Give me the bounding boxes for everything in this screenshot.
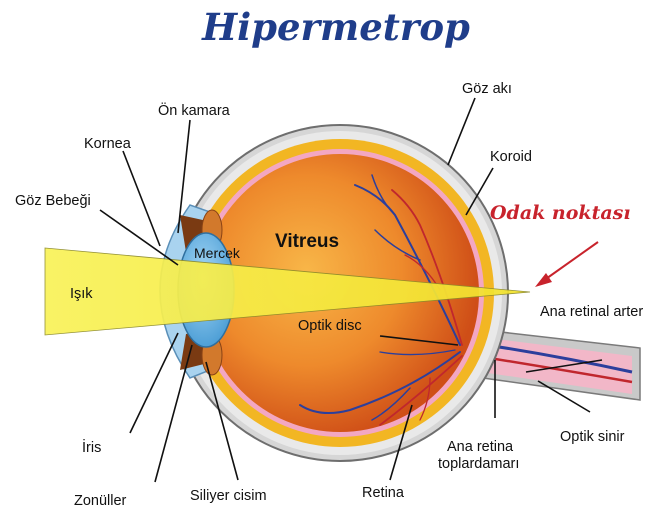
- page-title: Hipermetrop: [201, 5, 470, 49]
- label-ana-retina-toplardamari-line2: toplardamarı: [438, 456, 519, 472]
- label-iris: İris: [82, 438, 101, 456]
- label-retina: Retina: [362, 485, 405, 501]
- label-zonuller: Zonüller: [74, 493, 127, 509]
- label-vitreus: Vitreus: [275, 231, 339, 252]
- label-mercek: Mercek: [194, 245, 241, 261]
- label-goz-aki: Göz akı: [462, 81, 512, 97]
- label-isik: Işık: [70, 286, 93, 302]
- label-ana-retina-toplardamari-line1: Ana retina: [447, 439, 514, 455]
- label-goz-bebegi: Göz Bebeği: [15, 193, 91, 209]
- label-optik-disc: Optik disc: [298, 318, 362, 334]
- label-focal-point: Odak noktası: [490, 202, 631, 224]
- label-ana-retinal-arter: Ana retinal arter: [540, 304, 643, 320]
- focal-arrow: [535, 242, 598, 287]
- label-siliyer-cisim: Siliyer cisim: [190, 488, 267, 504]
- label-kornea: Kornea: [84, 136, 132, 152]
- label-on-kamara: Ön kamara: [158, 101, 231, 119]
- label-koroid: Koroid: [490, 149, 532, 165]
- label-optik-sinir: Optik sinir: [560, 429, 625, 445]
